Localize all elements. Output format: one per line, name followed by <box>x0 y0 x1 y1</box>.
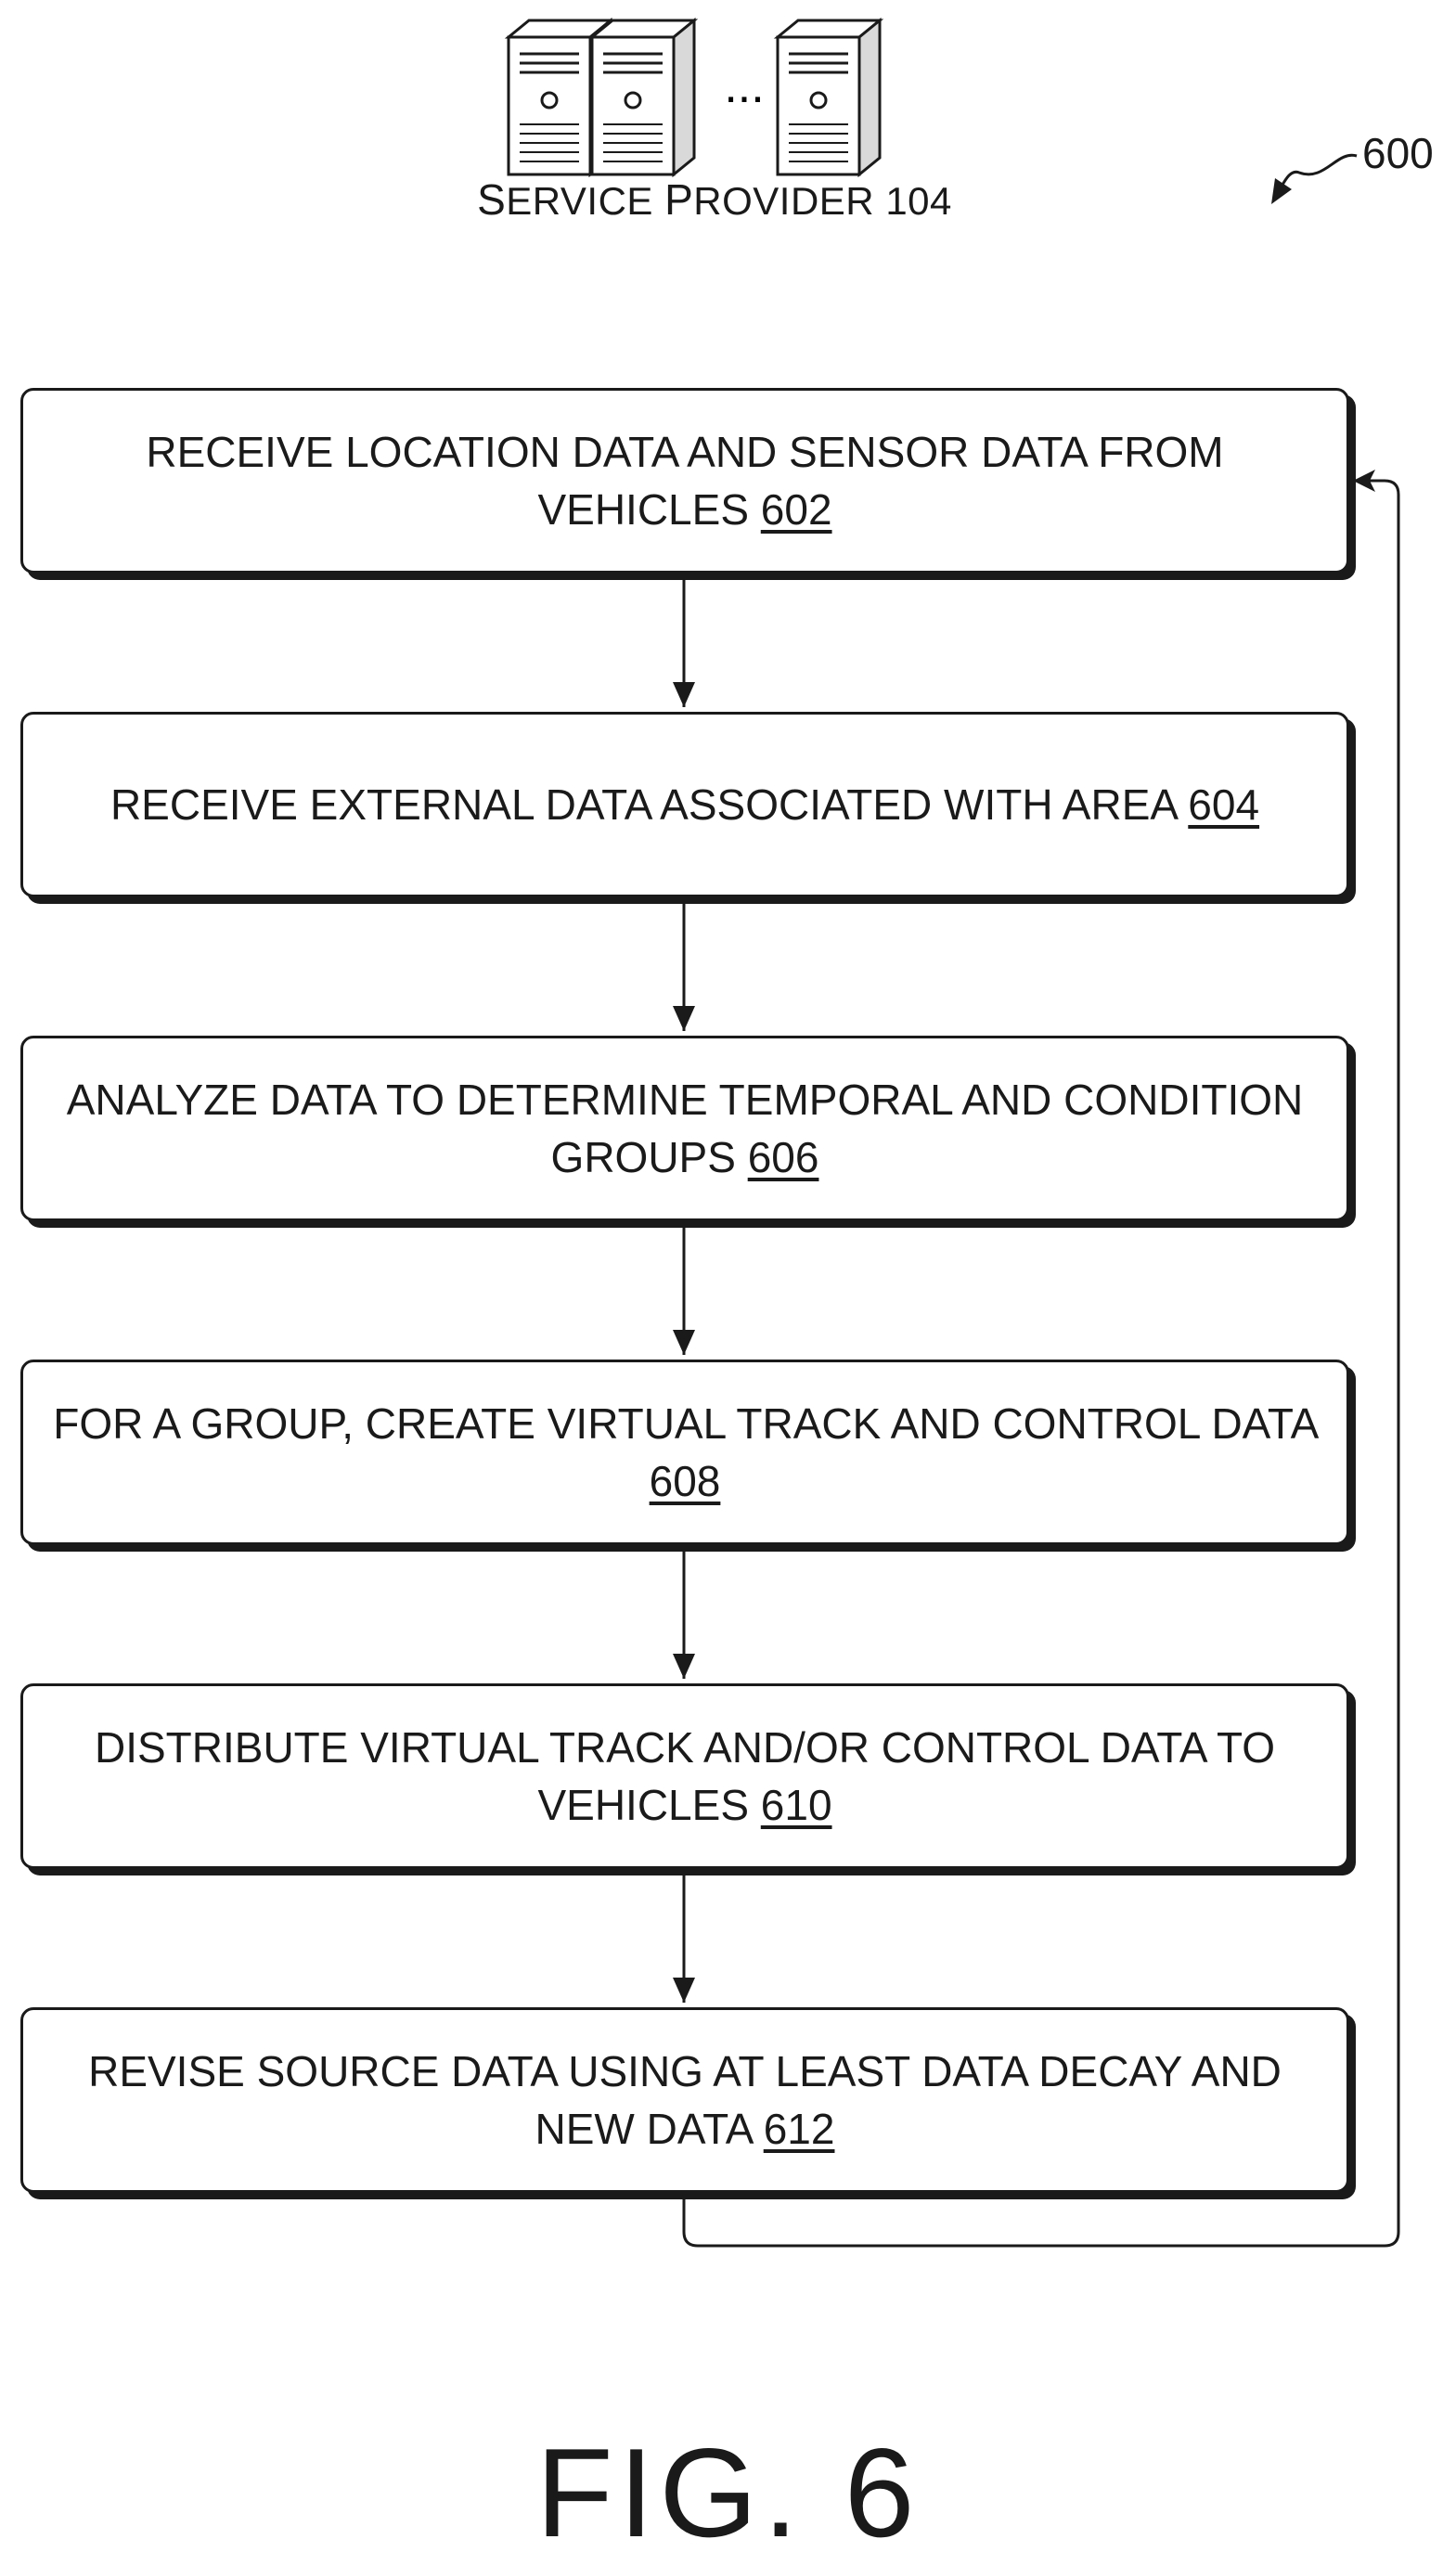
server-icon-2 <box>592 20 694 174</box>
step-610-text: DISTRIBUTE VIRTUAL TRACK AND/OR CONTROL … <box>95 1723 1275 1829</box>
step-604-box: RECEIVE EXTERNAL DATA ASSOCIATED WITH AR… <box>20 712 1349 897</box>
step-608-text-wrapper: FOR A GROUP, CREATE VIRTUAL TRACK AND CO… <box>51 1395 1319 1510</box>
step-608-text: FOR A GROUP, CREATE VIRTUAL TRACK AND CO… <box>53 1399 1317 1448</box>
step-604-text: RECEIVE EXTERNAL DATA ASSOCIATED WITH AR… <box>110 780 1177 829</box>
service-provider-label: SERVICE PROVIDER 104 <box>408 174 1021 225</box>
service-provider-word-1-rest: ERVICE <box>506 179 653 223</box>
step-606-ref: 606 <box>748 1133 819 1181</box>
step-604-text-wrapper: RECEIVE EXTERNAL DATA ASSOCIATED WITH AR… <box>110 776 1259 833</box>
server-icon-3 <box>778 20 880 174</box>
service-provider-ref: 104 <box>885 179 952 223</box>
step-602-ref: 602 <box>761 485 832 534</box>
step-610-box: DISTRIBUTE VIRTUAL TRACK AND/OR CONTROL … <box>20 1683 1349 1869</box>
step-602-text: RECEIVE LOCATION DATA AND SENSOR DATA FR… <box>146 428 1223 534</box>
step-606-text: ANALYZE DATA TO DETERMINE TEMPORAL AND C… <box>67 1076 1304 1181</box>
service-provider-word-2-rest: ROVIDER <box>693 179 874 223</box>
step-612-text-wrapper: REVISE SOURCE DATA USING AT LEAST DATA D… <box>51 2043 1319 2158</box>
step-610-ref: 610 <box>761 1781 832 1829</box>
step-610-text-wrapper: DISTRIBUTE VIRTUAL TRACK AND/OR CONTROL … <box>51 1719 1319 1834</box>
service-provider-initial-s: S <box>477 175 506 224</box>
service-provider-initial-p: P <box>664 175 693 224</box>
step-612-text: REVISE SOURCE DATA USING AT LEAST DATA D… <box>88 2047 1282 2153</box>
step-606-box: ANALYZE DATA TO DETERMINE TEMPORAL AND C… <box>20 1036 1349 1221</box>
step-604-ref: 604 <box>1188 780 1259 829</box>
step-602-box: RECEIVE LOCATION DATA AND SENSOR DATA FR… <box>20 388 1349 574</box>
figure-ref-arrow <box>1279 155 1357 191</box>
figure-label: FIG. 6 <box>0 2420 1456 2565</box>
step-612-ref: 612 <box>764 2105 835 2153</box>
step-612-box: REVISE SOURCE DATA USING AT LEAST DATA D… <box>20 2007 1349 2193</box>
figure-ref-arrowhead <box>1271 178 1292 204</box>
step-608-ref: 608 <box>650 1457 721 1505</box>
step-602-text-wrapper: RECEIVE LOCATION DATA AND SENSOR DATA FR… <box>51 423 1319 538</box>
step-608-box: FOR A GROUP, CREATE VIRTUAL TRACK AND CO… <box>20 1360 1349 1545</box>
figure-ref-label: 600 <box>1362 128 1434 178</box>
step-606-text-wrapper: ANALYZE DATA TO DETERMINE TEMPORAL AND C… <box>51 1071 1319 1186</box>
server-ellipsis: ... <box>724 59 764 113</box>
